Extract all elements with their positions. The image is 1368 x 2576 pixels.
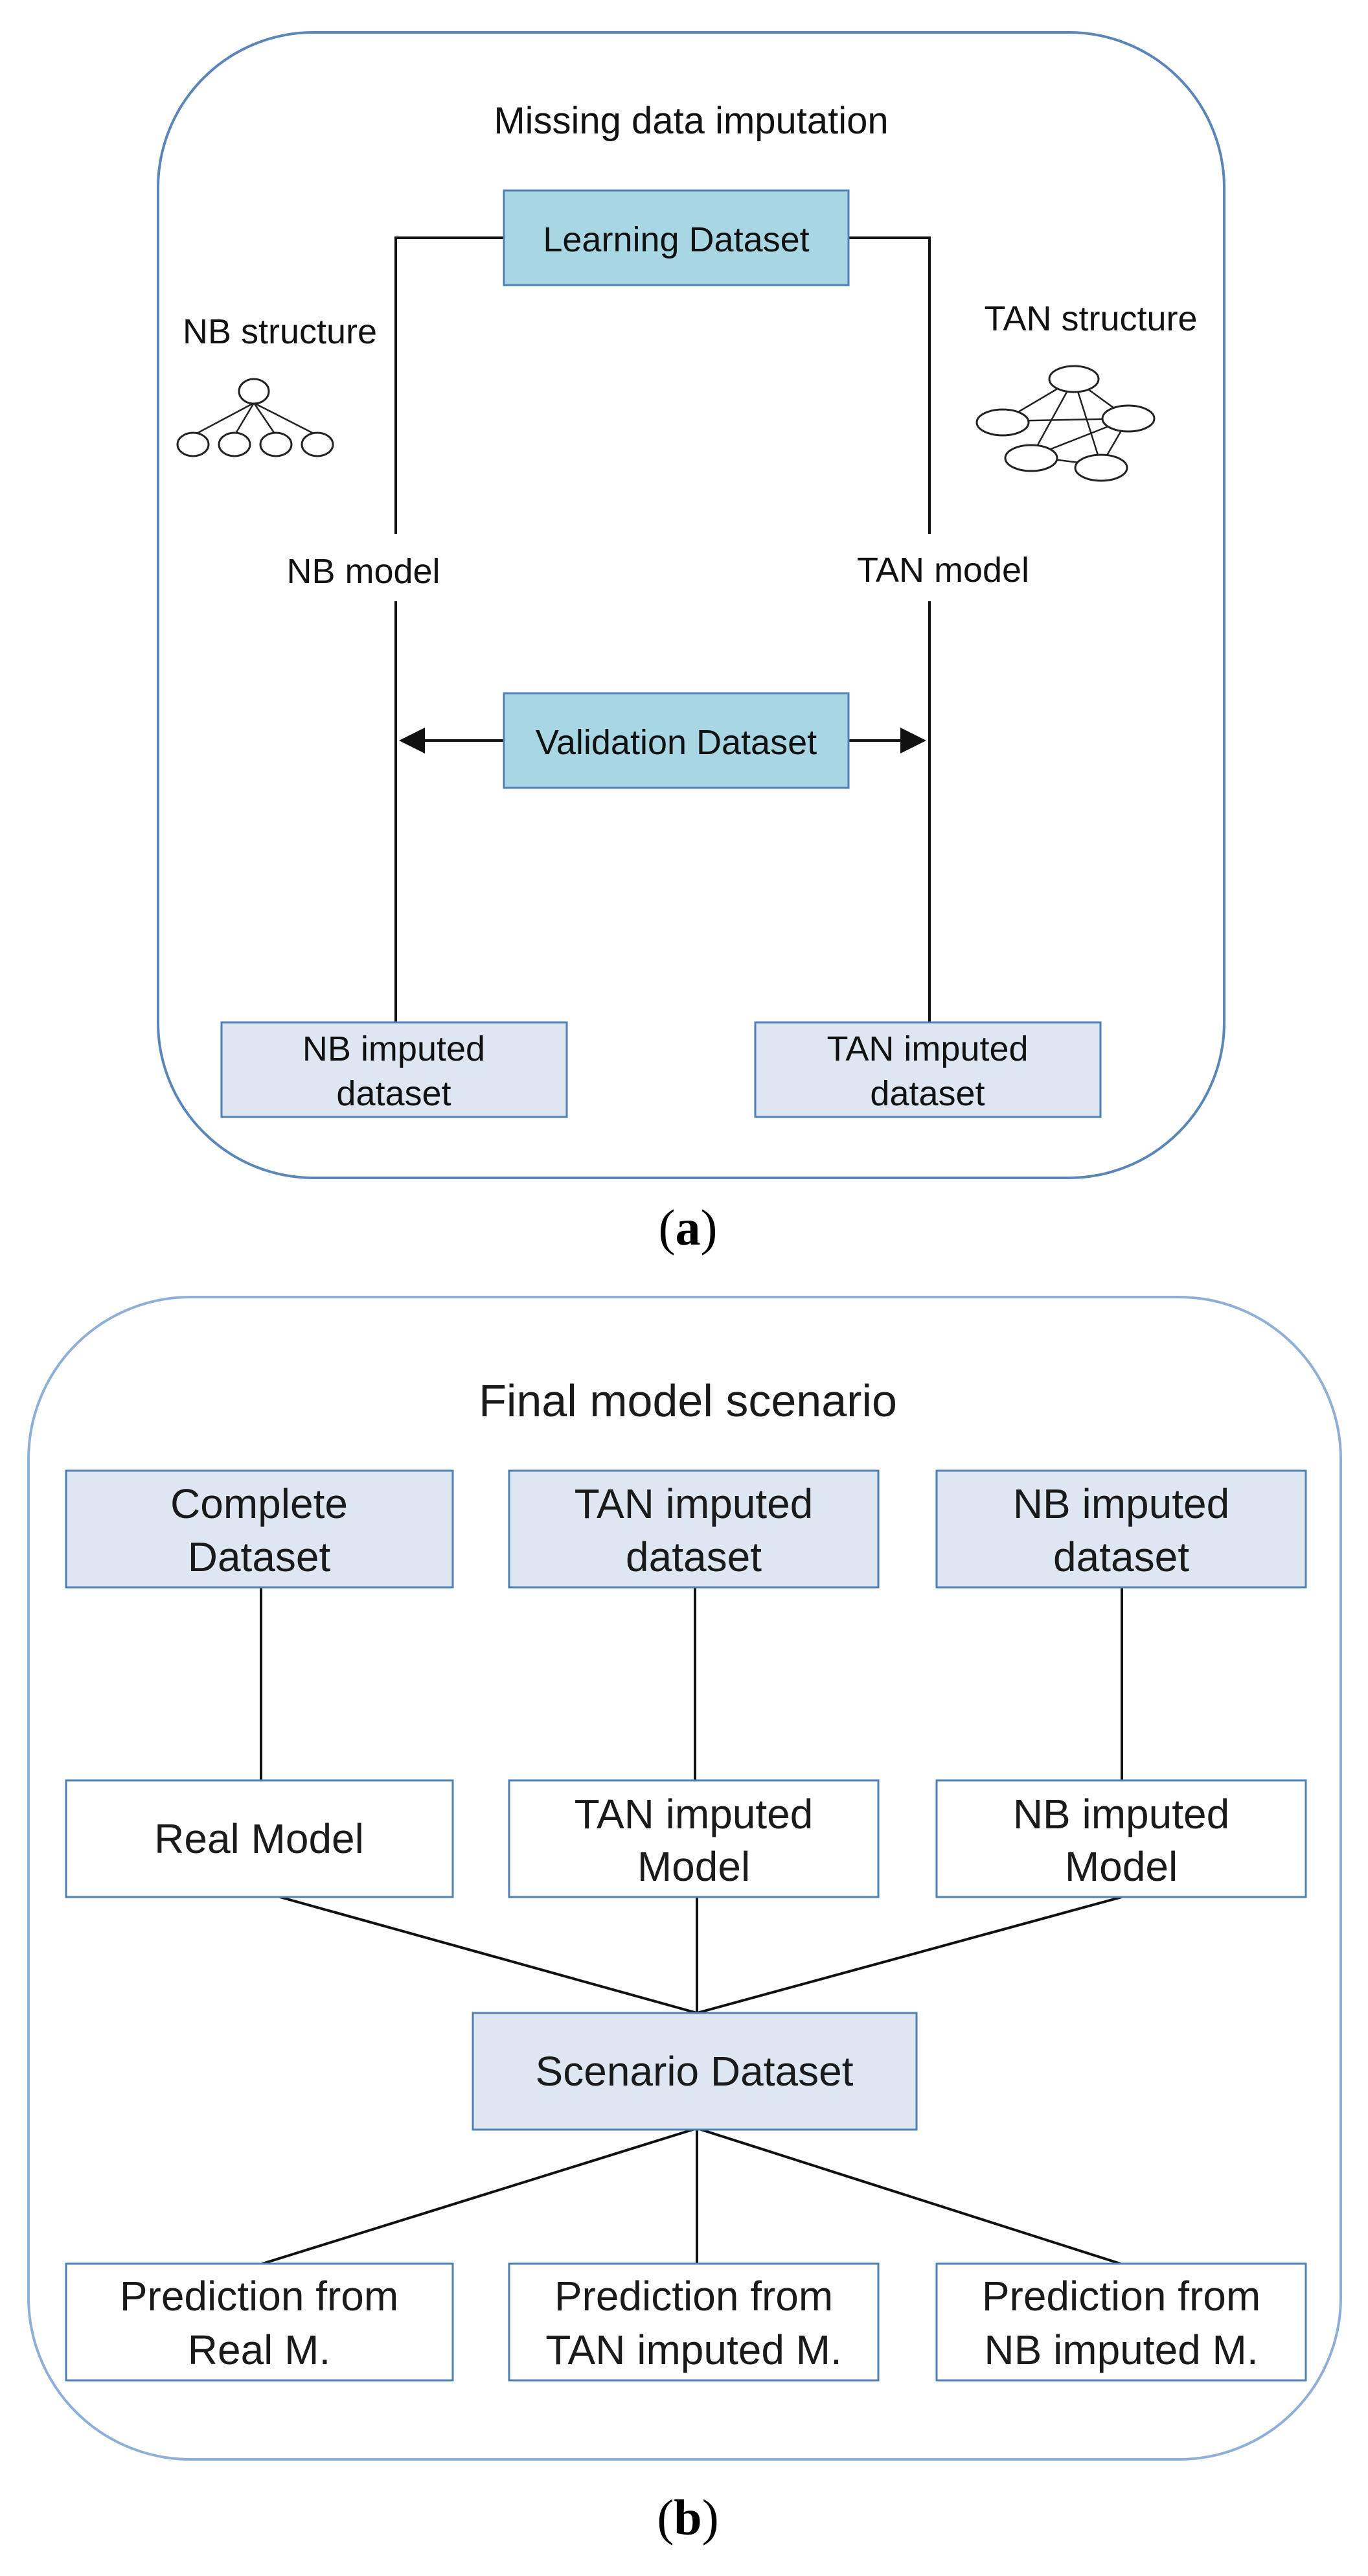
scenario-dataset-box (472, 2012, 918, 2131)
panel-a-title: Missing data imputation (494, 100, 888, 142)
caption-open-paren: ( (659, 1199, 676, 1256)
nb-imputed-dataset-line2: dataset (336, 1074, 451, 1113)
nb-imputed-dataset-box (220, 1021, 568, 1118)
panel-b-title: Final model scenario (479, 1375, 897, 1426)
prediction-real-box (65, 2262, 454, 2382)
caption-open-paren: ( (657, 2489, 674, 2546)
complete-dataset-line2: Dataset (188, 1534, 331, 1580)
nb-imputed-model-line2: Model (1065, 1843, 1178, 1890)
panel-b-frame (27, 1296, 1342, 2461)
validation-dataset-label: Validation Dataset (536, 723, 817, 762)
tan-imputed-dataset-box (754, 1021, 1102, 1118)
tan-imputed-dataset-line2: dataset (870, 1074, 985, 1113)
scenario-dataset-label: Scenario Dataset (536, 2048, 854, 2095)
nb-model-label: NB model (286, 552, 440, 591)
tan-imputed-dataset-b-line2: dataset (626, 1534, 762, 1580)
nb-imputed-dataset-b-box (935, 1469, 1307, 1589)
prediction-nb-line1: Prediction from (982, 2273, 1260, 2319)
nb-feature-node (176, 431, 210, 457)
nb-class-node (238, 378, 270, 405)
complete-dataset-box (65, 1469, 454, 1589)
caption-letter: b (674, 2489, 701, 2546)
learning-edges (394, 236, 931, 534)
learning-dataset-label: Learning Dataset (543, 220, 809, 259)
nb-structure-graph (176, 378, 334, 457)
caption-close-paren: ) (701, 1199, 718, 1256)
prediction-nb-line2: NB imputed M. (984, 2327, 1258, 2373)
nb-imputed-model-box (935, 1779, 1307, 1898)
nb-imputed-dataset-b-line2: dataset (1053, 1534, 1189, 1580)
nb-imputed-model-line1: NB imputed (1013, 1791, 1229, 1837)
prediction-real-line1: Prediction from (120, 2273, 398, 2319)
real-model-box (65, 1779, 454, 1898)
prediction-tan-box (508, 2262, 880, 2382)
nb-feature-node (218, 431, 251, 457)
panel-a-frame (157, 31, 1226, 1179)
edge-learning-to-tan (849, 236, 931, 534)
real-model-label: Real Model (154, 1815, 364, 1862)
edge-nb-model-to-scenario (696, 1896, 1123, 2014)
nb-imputed-dataset-b-line1: NB imputed (1013, 1480, 1229, 1527)
edge-scenario-to-pred-nb (696, 2127, 1121, 2265)
tan-feature-node (1101, 404, 1156, 433)
complete-dataset-line1: Complete (170, 1480, 348, 1527)
tan-imputed-dataset-b-box (508, 1469, 880, 1589)
prediction-tan-line1: Prediction from (554, 2273, 833, 2319)
tan-imputed-model-line2: Model (637, 1843, 750, 1890)
tan-imputed-model-line1: TAN imputed (575, 1791, 814, 1837)
tan-imputed-model-box (508, 1779, 880, 1898)
tan-model-label: TAN model (857, 551, 1029, 590)
nb-imputed-dataset-line1: NB imputed (302, 1029, 485, 1068)
learning-dataset-box (503, 189, 850, 286)
tan-class-node (1048, 365, 1100, 393)
panel-a-caption: (a) (659, 1199, 718, 1256)
tan-structure-label: TAN structure (984, 299, 1197, 338)
panel-a: Missing data imputation Learning Dataset… (157, 31, 1226, 1179)
prediction-real-line2: Real M. (188, 2327, 331, 2373)
tan-feature-node (1004, 444, 1058, 472)
tan-imputed-dataset-line1: TAN imputed (826, 1029, 1028, 1068)
nb-feature-node (301, 431, 334, 457)
tan-imputed-dataset-b-line1: TAN imputed (575, 1480, 814, 1527)
edge-real-to-scenario (279, 1896, 698, 2014)
caption-close-paren: ) (702, 2489, 719, 2546)
nb-model-label-bg (279, 544, 473, 596)
tan-model-label-bg (842, 544, 1049, 596)
tan-structure-graph (975, 365, 1156, 482)
prediction-nb-box (935, 2262, 1307, 2382)
panel-b: Final model scenario Complete Dataset TA… (27, 1296, 1342, 2461)
edge-scenario-to-pred-real (262, 2127, 698, 2265)
validation-dataset-box (503, 692, 850, 789)
caption-letter: a (676, 1199, 701, 1256)
tan-feature-node (975, 408, 1030, 437)
nb-structure-label: NB structure (183, 312, 377, 351)
panel-b-caption: (b) (657, 2489, 718, 2546)
nb-feature-node (259, 431, 293, 457)
tan-feature-node (1074, 454, 1128, 482)
prediction-tan-line2: TAN imputed M. (545, 2327, 842, 2373)
edge-learning-to-nb (394, 236, 504, 534)
